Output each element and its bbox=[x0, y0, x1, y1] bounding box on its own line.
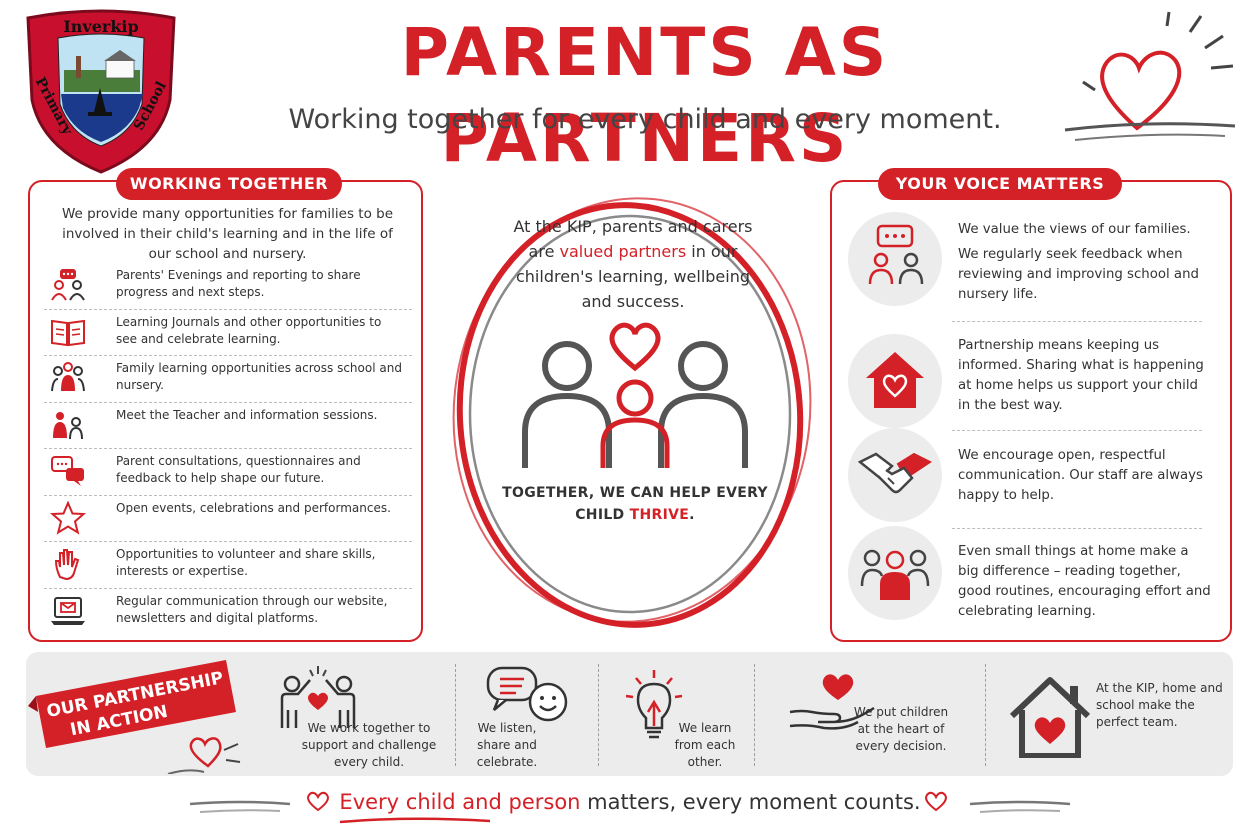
working-together-list: Parents' Evenings and reporting to share… bbox=[44, 263, 412, 635]
feedback-chat-icon bbox=[868, 224, 924, 285]
list-item-text: Open events, celebrations and performanc… bbox=[116, 500, 391, 515]
crest-top-word: Inverkip bbox=[63, 17, 138, 36]
list-item-text: We encourage open, respectful communicat… bbox=[958, 448, 1203, 503]
home-heart-icon bbox=[1009, 677, 1091, 758]
hand-heart-icon bbox=[789, 674, 875, 730]
list-item: Family learning opportunities across sch… bbox=[44, 356, 412, 403]
list-item-text: Learning Journals and other opportunitie… bbox=[116, 314, 382, 346]
partnership-item-text: We work together to support and challeng… bbox=[301, 721, 437, 769]
family-heart-icon bbox=[522, 322, 748, 468]
divider bbox=[952, 321, 1202, 322]
list-item: Learning Journals and other opportunitie… bbox=[44, 310, 412, 356]
high-five-heart-icon bbox=[280, 666, 356, 728]
footer-text-highlight: Every child and person bbox=[339, 790, 581, 814]
center-statement: At the KIP, parents and carers are value… bbox=[505, 214, 761, 314]
working-together-panel bbox=[28, 180, 423, 642]
star-icon bbox=[50, 500, 86, 535]
together-text-end: . bbox=[689, 507, 695, 523]
community-icon bbox=[860, 549, 930, 600]
partnership-item-text: We listen, share and celebrate. bbox=[476, 721, 538, 769]
parents-evening-icon bbox=[51, 269, 85, 301]
open-book-icon bbox=[51, 319, 85, 346]
list-item: Regular communication through our websit… bbox=[44, 589, 412, 636]
list-item: Parent consultations, questionnaires and… bbox=[44, 449, 412, 496]
center-circle bbox=[452, 197, 812, 628]
working-together-intro: We provide many opportunities for famili… bbox=[61, 206, 394, 262]
center-text-start: At the KIP, parents and carers are bbox=[513, 217, 753, 261]
list-item-text: Meet the Teacher and information session… bbox=[116, 407, 378, 422]
divider bbox=[985, 664, 986, 766]
partnership-item-text: We learn from each other. bbox=[674, 721, 736, 769]
together-text-start: TOGETHER, WE CAN HELP EVERY CHILD bbox=[502, 485, 768, 523]
together-text-highlight: THRIVE bbox=[629, 507, 690, 523]
together-statement: TOGETHER, WE CAN HELP EVERY CHILD THRIVE… bbox=[500, 482, 770, 526]
speech-bubbles-icon bbox=[51, 456, 84, 486]
center-text-highlight: valued partners bbox=[559, 242, 687, 261]
list-item-text: Family learning opportunities across sch… bbox=[116, 361, 402, 392]
school-crest: Inverkip Primary School bbox=[26, 9, 176, 174]
partnership-banner: OUR PARTNERSHIP IN ACTION bbox=[28, 660, 241, 774]
divider bbox=[754, 664, 755, 766]
list-item: Open events, celebrations and performanc… bbox=[44, 496, 412, 542]
list-item-text: Regular communication through our websit… bbox=[116, 593, 388, 625]
list-item-text: Even small things at home make a big dif… bbox=[958, 544, 1211, 619]
divider bbox=[598, 664, 599, 766]
divider bbox=[952, 430, 1202, 431]
page-title: PARENTS AS PARTNERS bbox=[400, 14, 890, 177]
family-group-icon bbox=[51, 362, 85, 392]
lightbulb-icon bbox=[625, 670, 683, 739]
list-item-text: Parent consultations, questionnaires and… bbox=[116, 454, 361, 485]
list-item: Parents' Evenings and reporting to share… bbox=[44, 263, 412, 310]
list-item-text-b: We regularly seek feedback when reviewin… bbox=[958, 247, 1199, 302]
footer-decoration bbox=[189, 791, 1071, 824]
your-voice-heading: YOUR VOICE MATTERS bbox=[878, 168, 1122, 200]
partnership-item-text: We put children at the heart of every de… bbox=[853, 705, 949, 753]
raised-hand-icon bbox=[54, 549, 80, 581]
footer-text-rest: matters, every moment counts. bbox=[580, 790, 921, 814]
heart-doodle-icon bbox=[1064, 11, 1236, 141]
footer-slogan: Every child and person matters, every mo… bbox=[330, 786, 930, 818]
laptop-mail-icon bbox=[51, 596, 85, 625]
divider bbox=[952, 528, 1202, 529]
center-text-end: in our children's learning, wellbeing an… bbox=[515, 242, 751, 311]
partnership-item-text: At the KIP, home and school make the per… bbox=[1096, 681, 1223, 729]
teacher-meeting-icon bbox=[53, 411, 83, 439]
page-subtitle: Working together for every child and eve… bbox=[288, 104, 1002, 135]
divider bbox=[455, 664, 456, 766]
list-item-text: Opportunities to volunteer and share ski… bbox=[116, 547, 376, 578]
house-heart-icon bbox=[866, 352, 924, 408]
icon-circle bbox=[848, 212, 942, 306]
chat-smile-icon bbox=[486, 666, 568, 722]
handshake-icon bbox=[858, 452, 932, 494]
list-item-text: Partnership means keeping us informed. S… bbox=[958, 338, 1204, 413]
working-together-heading: WORKING TOGETHER bbox=[116, 168, 342, 200]
list-item: Opportunities to volunteer and share ski… bbox=[44, 542, 412, 589]
list-item: Meet the Teacher and information session… bbox=[44, 403, 412, 449]
list-item-text: Parents' Evenings and reporting to share… bbox=[116, 268, 361, 299]
list-item-text-a: We value the views of our families. bbox=[958, 222, 1191, 237]
